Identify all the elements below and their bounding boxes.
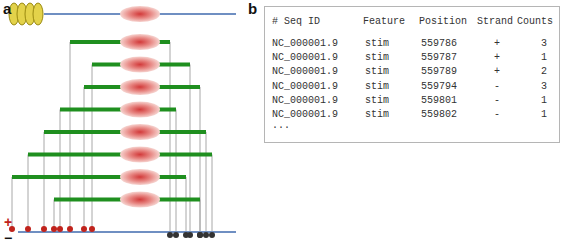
plus-strand-dot xyxy=(25,226,31,232)
read-end-line xyxy=(44,132,45,232)
table-cell: 559786 xyxy=(421,38,457,50)
table-cell: NC_000001.9 xyxy=(272,52,338,64)
read-end-line xyxy=(70,42,71,232)
plus-strand-dot xyxy=(67,226,73,232)
table-cell: - xyxy=(494,109,500,121)
table-cell: 559802 xyxy=(421,109,457,121)
dna-coil xyxy=(33,3,43,25)
table-header: Feature xyxy=(363,16,405,28)
minus-strand-dot xyxy=(203,232,209,238)
plus-strand-dot xyxy=(57,226,63,232)
minus-strand-dot xyxy=(209,232,215,238)
table-cell: NC_000001.9 xyxy=(272,38,338,50)
nucleosome xyxy=(120,79,160,95)
table-cell: 3 xyxy=(541,81,547,93)
table-cell: 1 xyxy=(541,109,547,121)
table-header: # Seq ID xyxy=(272,16,320,28)
table-cell: stim xyxy=(365,95,389,107)
table-cell: NC_000001.9 xyxy=(272,81,338,93)
table-cell: stim xyxy=(365,38,389,50)
read-end-line xyxy=(170,42,171,232)
nucleosome xyxy=(120,169,160,185)
plus-strand-dot xyxy=(51,226,57,232)
table-cell: 3 xyxy=(541,38,547,50)
nucleosome xyxy=(120,6,160,22)
table-cell: - xyxy=(494,95,500,107)
table-cell: stim xyxy=(365,81,389,93)
panel-letter: a xyxy=(3,0,11,17)
table-cell: NC_000001.9 xyxy=(272,95,338,107)
plus-strand-dot xyxy=(89,226,95,232)
table-header: Counts xyxy=(517,16,553,28)
read-end-line xyxy=(200,87,201,232)
strand-sign: − xyxy=(4,230,12,246)
nucleosome xyxy=(120,34,160,50)
read-end-line xyxy=(200,200,201,233)
read-end-line xyxy=(28,155,29,233)
table-cell: ... xyxy=(272,120,290,132)
minus-strand-dot xyxy=(197,232,203,238)
minus-strand-dot xyxy=(167,232,173,238)
read-end-line xyxy=(92,65,93,233)
table-cell: stim xyxy=(365,109,389,121)
read-end-line xyxy=(212,155,213,233)
read-end-line xyxy=(176,110,177,233)
table-cell: 559789 xyxy=(421,66,457,78)
table-cell: 559801 xyxy=(421,95,457,107)
table-cell: + xyxy=(494,38,500,50)
nucleosome xyxy=(120,57,160,73)
table-cell: NC_000001.9 xyxy=(272,66,338,78)
table-header: Position xyxy=(419,16,467,28)
read-end-line xyxy=(60,110,61,233)
table-cell: 1 xyxy=(541,52,547,64)
plus-strand-dot xyxy=(41,226,47,232)
table-cell: stim xyxy=(365,52,389,64)
table-cell: 559787 xyxy=(421,52,457,64)
plus-strand-dot xyxy=(81,226,87,232)
table-cell: + xyxy=(494,52,500,64)
table-cell: NC_000001.9 xyxy=(272,109,338,121)
read-end-line xyxy=(190,65,191,233)
minus-strand-dot xyxy=(197,232,203,238)
read-end-line xyxy=(206,132,207,232)
table-cell: stim xyxy=(365,66,389,78)
nucleosome xyxy=(120,192,160,208)
strand-sign: + xyxy=(4,214,12,230)
table-cell: 559794 xyxy=(421,81,457,93)
table-cell: 1 xyxy=(541,95,547,107)
genome-line xyxy=(18,231,236,233)
nucleosome xyxy=(120,102,160,118)
nucleosome xyxy=(120,124,160,140)
nucleosome xyxy=(120,147,160,163)
minus-strand-dot xyxy=(183,232,189,238)
table-header: Strand xyxy=(477,16,513,28)
table-cell: - xyxy=(494,81,500,93)
table-cell: 2 xyxy=(541,66,547,78)
minus-strand-dot xyxy=(173,232,179,238)
data-table-box: # Seq ID Feature Position Strand CountsNC_00… xyxy=(264,6,560,143)
read-end-line xyxy=(186,177,187,232)
table-cell: + xyxy=(494,66,500,78)
panel-letter: b xyxy=(248,0,257,17)
